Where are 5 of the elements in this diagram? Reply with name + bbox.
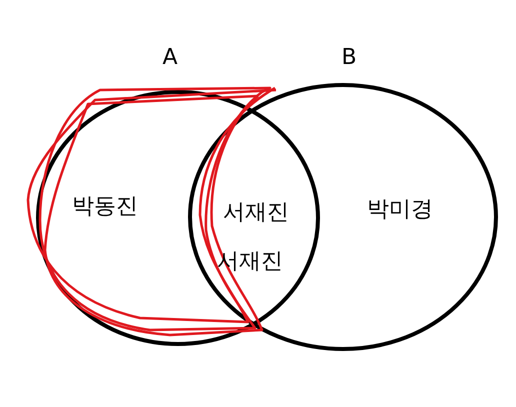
set-label: B	[341, 47, 357, 69]
set-member: 박동진	[72, 196, 138, 218]
set-label: A	[162, 47, 178, 69]
set-member: 서재진	[223, 202, 289, 224]
set-member: 박미경	[367, 199, 433, 221]
